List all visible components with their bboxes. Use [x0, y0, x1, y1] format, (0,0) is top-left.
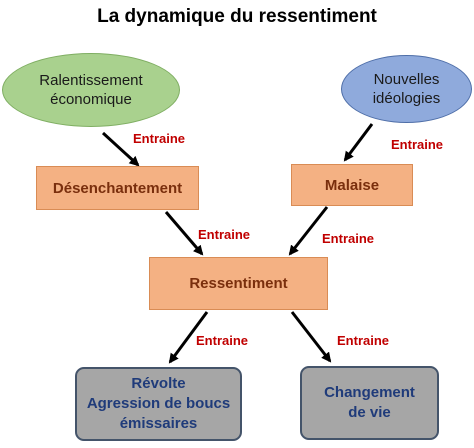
- edge-label-ressentiment-changement: Entraine: [337, 333, 390, 348]
- node-malaise: Malaise: [291, 164, 413, 206]
- node-malaise-label: Malaise: [324, 176, 380, 194]
- node-desenchantement: Désenchantement: [36, 166, 199, 210]
- node-desenchantement-label: Désenchantement: [52, 179, 183, 197]
- diagram-title: La dynamique du ressentiment: [97, 6, 377, 27]
- node-ressentiment: Ressentiment: [149, 257, 328, 310]
- arrow-ralentissement-desenchantement: [101, 131, 140, 167]
- node-nouvelles-line2: idéologies: [372, 90, 441, 107]
- edge-label-ressentiment-revolte: Entraine: [196, 333, 249, 348]
- node-changement-de-vie: Changement de vie: [300, 366, 439, 440]
- arrow-desenchantement-ressentiment: [164, 211, 204, 256]
- node-nouvelles-line1: Nouvelles: [373, 71, 440, 88]
- edge-label-malaise-ressentiment: Entraine: [322, 231, 375, 246]
- node-revolte-line2: Agression de boucs: [86, 395, 231, 412]
- arrow-ressentiment-revolte: [168, 311, 209, 364]
- node-revolte: Révolte Agression de boucs émissaires: [75, 367, 242, 441]
- node-ralentissement-economique: Ralentissement économique: [2, 53, 180, 127]
- edge-label-nouvelles-malaise: Entraine: [391, 137, 444, 152]
- node-ralentissement-line2: économique: [50, 91, 132, 108]
- arrow-nouvelles-malaise: [343, 123, 374, 162]
- node-changement-line2: de vie: [348, 404, 391, 421]
- node-revolte-line3: émissaires: [119, 415, 198, 432]
- node-ressentiment-label: Ressentiment: [189, 275, 288, 292]
- node-nouvelles-ideologies: Nouvelles idéologies: [341, 55, 472, 123]
- node-changement-line1: Changement: [324, 384, 415, 401]
- arrow-malaise-ressentiment: [288, 206, 329, 256]
- edge-label-ralentissement-desenchantement: Entraine: [133, 131, 186, 146]
- node-revolte-line1: Révolte: [131, 375, 186, 392]
- node-ralentissement-line1: Ralentissement: [39, 72, 143, 89]
- edge-label-desenchantement-ressentiment: Entraine: [198, 227, 251, 242]
- arrow-ressentiment-changement: [290, 311, 332, 363]
